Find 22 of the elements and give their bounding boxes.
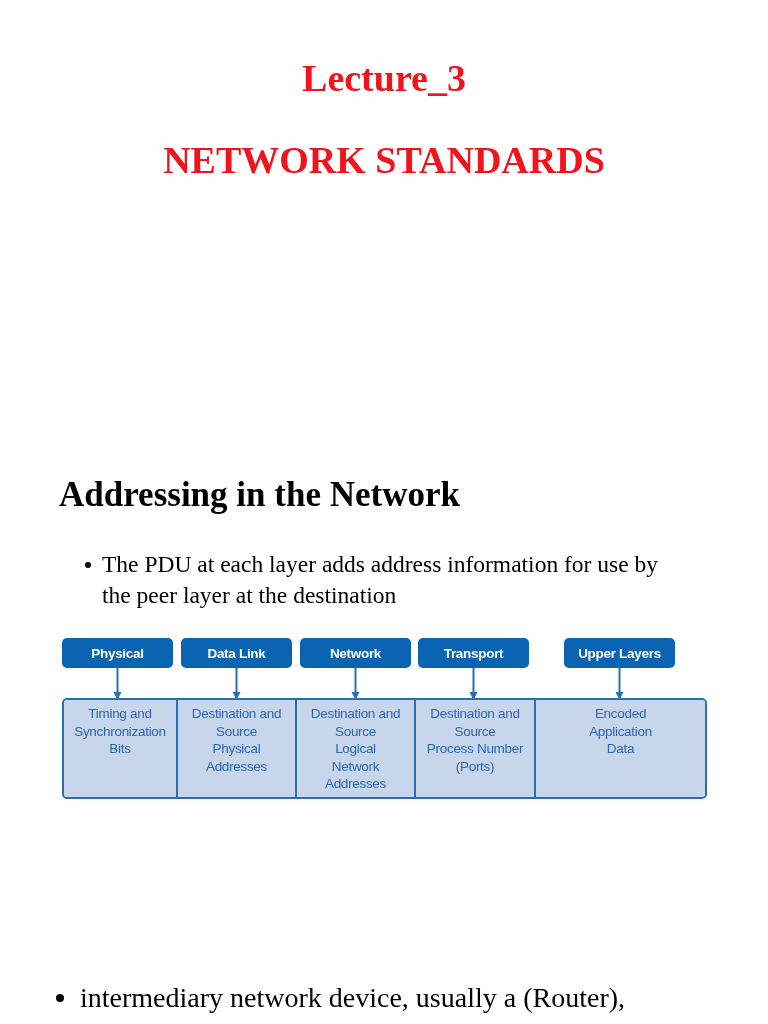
bullet-text: The PDU at each layer adds address information for use by the peer layer at the destination — [102, 550, 659, 610]
layer-name: Transport — [443, 645, 504, 661]
pdu-field-cell — [534, 700, 705, 797]
layer-box — [300, 638, 411, 668]
slide-subtitle: NETWORK STANDARDS — [163, 138, 605, 182]
layer-name: Upper Layers — [578, 645, 661, 661]
field-text: Destination and Source Logical Network Addresses — [310, 705, 401, 793]
pdu-frame — [62, 698, 707, 799]
field-text: Timing and Synchronization Bits — [74, 705, 166, 758]
section-heading: Addressing in the Network — [59, 474, 460, 516]
slide-title: Lecture_3 — [302, 56, 466, 100]
field-text: Destination and Source Process Number (Ports) — [426, 705, 524, 775]
layer-box — [564, 638, 675, 668]
layer-name: Physical — [91, 645, 144, 661]
layer-name: Data Link — [207, 645, 266, 661]
field-text: Destination and Source Physical Addresses — [191, 705, 282, 775]
layer-box — [418, 638, 529, 668]
layer-box — [62, 638, 173, 668]
layer-name: Network — [329, 645, 382, 661]
bullet-text: intermediary network device, usually a (Router), — [80, 982, 626, 1014]
layer-box — [181, 638, 292, 668]
field-text: Encoded Application Data — [589, 705, 652, 758]
